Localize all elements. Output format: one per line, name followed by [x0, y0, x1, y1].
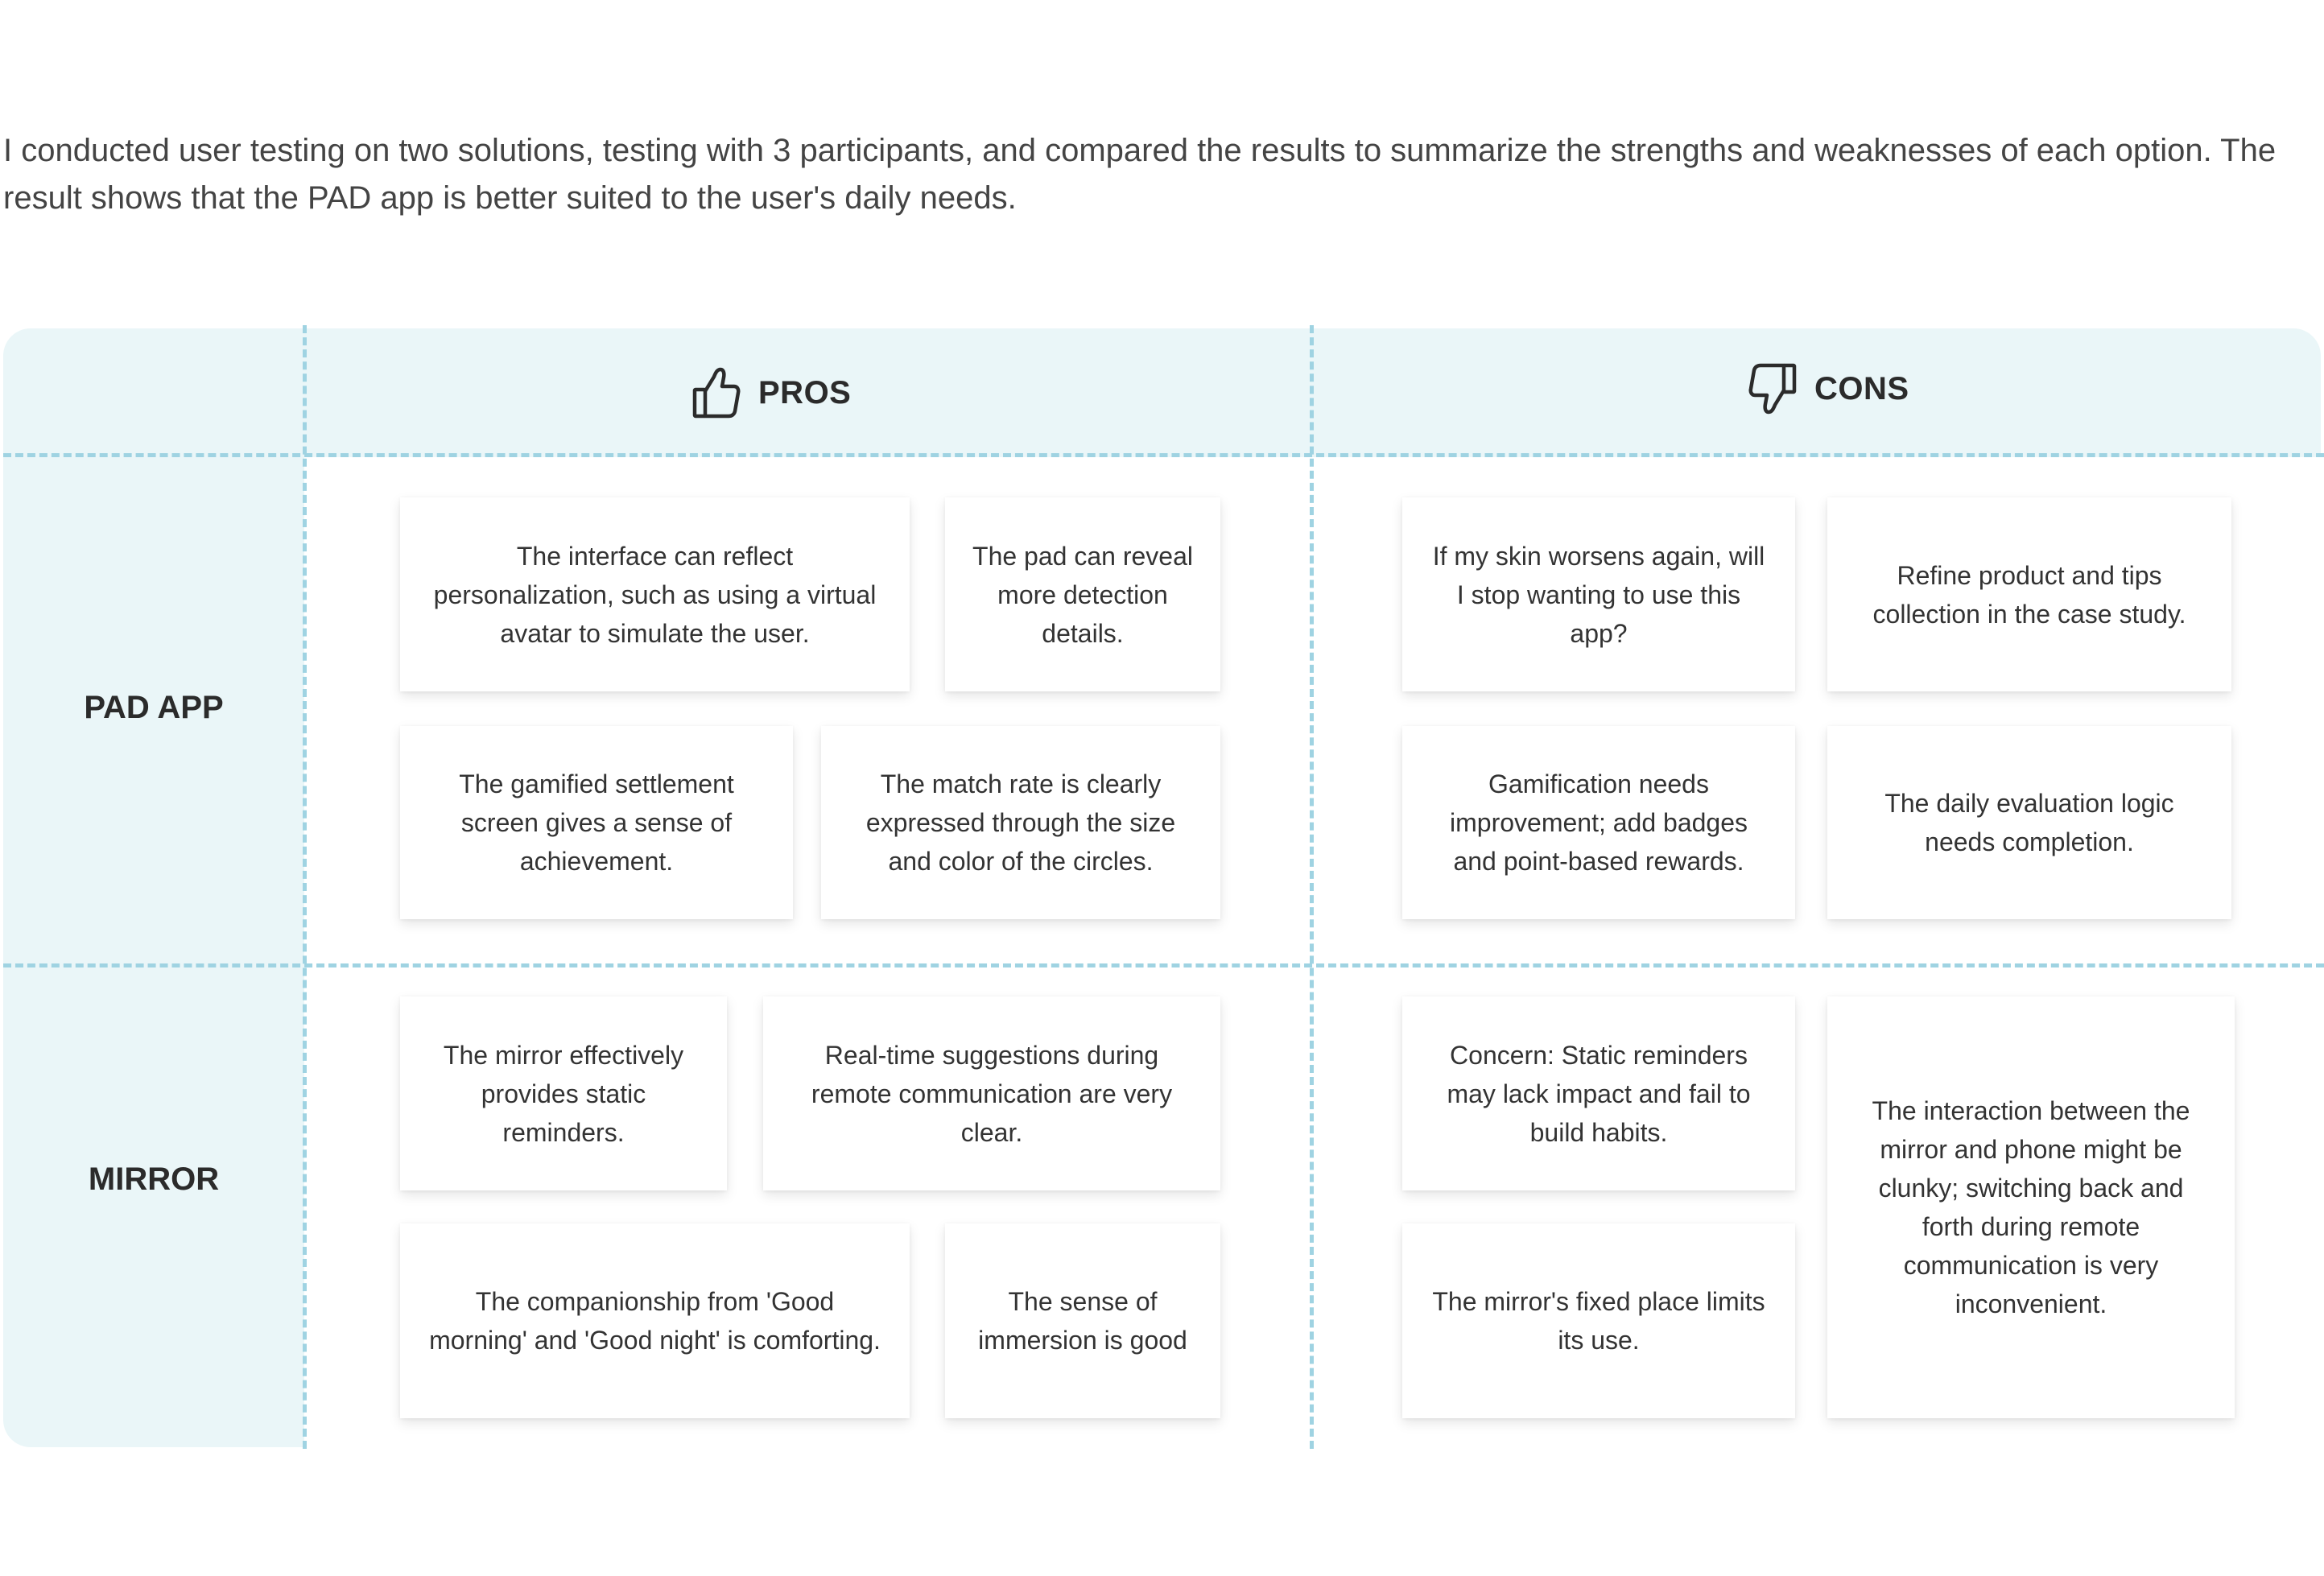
mirror-pro-card: Real-time suggestions during remote comm…: [763, 996, 1220, 1190]
cons-label: CONS: [1814, 370, 1909, 406]
column-header-cons: CONS: [1748, 362, 1909, 415]
pad-app-con-card: If my skin worsens again, will I stop wa…: [1402, 497, 1795, 691]
pad-app-con-card: Refine product and tips collection in th…: [1827, 497, 2231, 691]
pad-app-pro-card: The match rate is clearly expressed thro…: [821, 726, 1220, 919]
divider-vertical-middle: [1310, 325, 1314, 1449]
column-header-pros: PROS: [692, 366, 851, 419]
intro-paragraph: I conducted user testing on two solution…: [3, 133, 2277, 216]
pad-app-con-card: The daily evaluation logic needs complet…: [1827, 726, 2231, 919]
pad-app-con-card: Gamification needs improvement; add badg…: [1402, 726, 1795, 919]
mirror-con-card: Concern: Static reminders may lack impac…: [1402, 996, 1795, 1190]
matrix-row-header-band: [3, 451, 304, 1447]
matrix-header-band: [3, 328, 2321, 457]
thumbs-down-icon: [1748, 362, 1797, 415]
divider-vertical-left: [303, 325, 307, 1449]
mirror-pro-card: The sense of immersion is good: [945, 1223, 1220, 1418]
thumbs-up-icon: [692, 366, 741, 419]
mirror-con-card: The interaction between the mirror and p…: [1827, 996, 2235, 1418]
pad-app-pro-card: The gamified settlement screen gives a s…: [400, 726, 793, 919]
mirror-pro-card: The mirror effectively provides static r…: [400, 996, 727, 1190]
pad-app-pro-card: The pad can reveal more detection detail…: [945, 497, 1220, 691]
mirror-pro-card: The companionship from 'Good morning' an…: [400, 1223, 910, 1418]
pros-label: PROS: [758, 374, 852, 411]
row-header-mirror: MIRROR: [88, 1161, 220, 1197]
divider-horizontal-middle: [3, 963, 2324, 967]
row-header-pad-app: PAD APP: [84, 690, 224, 725]
divider-horizontal-header: [3, 453, 2324, 457]
mirror-con-card: The mirror's fixed place limits its use.: [1402, 1223, 1795, 1418]
pad-app-pro-card: The interface can reflect personalizatio…: [400, 497, 910, 691]
